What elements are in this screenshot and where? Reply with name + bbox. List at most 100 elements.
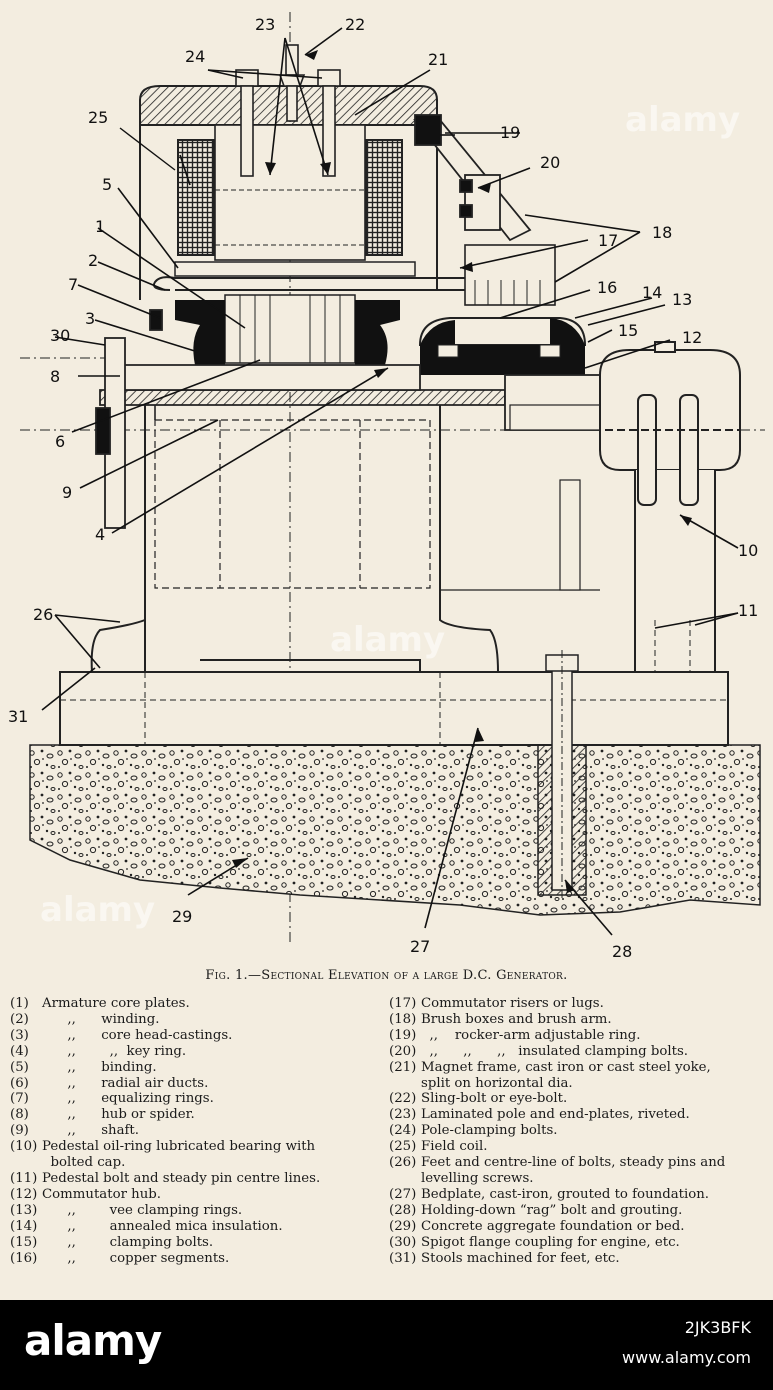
- holding-down-bolt: [537, 650, 587, 900]
- pedestal-bearing: [599, 341, 741, 673]
- legend-item: (26)Feet and centre-line of bolts, stead…: [389, 1155, 773, 1171]
- legend-text: Bedplate, cast-iron, grouted to foundati…: [421, 1186, 710, 1202]
- legend-item: (25)Field coil.: [389, 1139, 773, 1155]
- legend-item: (23)Laminated pole and end-plates, rivet…: [389, 1107, 773, 1123]
- legend-text: Armature core plates.: [42, 996, 190, 1011]
- legend-left-column: (1)Armature core plates.(2) ,, winding.(…: [10, 996, 385, 1266]
- legend-item: (24)Pole-clamping bolts.: [389, 1123, 773, 1139]
- legend-item: (8) ,, hub or spider.: [10, 1107, 385, 1123]
- core-head-casting-right: [355, 300, 400, 365]
- legend-item: (13) ,, vee clamping rings.: [10, 1203, 385, 1219]
- callout-1: 1: [95, 217, 105, 236]
- legend-text: Spigot flange coupling for engine, etc.: [421, 1234, 680, 1250]
- legend-number: (30): [389, 1234, 417, 1250]
- armature-core: [224, 294, 356, 364]
- legend-text: ,, vee clamping rings.: [42, 1202, 243, 1218]
- legend-text: ,, copper segments.: [42, 1250, 230, 1266]
- legend-text: ,, hub or spider.: [42, 1107, 195, 1123]
- legend-number: (12): [10, 1186, 38, 1202]
- callout-30: 30: [50, 326, 70, 345]
- magnet-frame-lower: [90, 405, 499, 673]
- callout-4: 4: [95, 525, 105, 544]
- legend-text: ,, radial air ducts.: [42, 1075, 209, 1091]
- legend-item: (31)Stools machined for feet, etc.: [389, 1251, 773, 1267]
- legend-item: (12)Commutator hub.: [10, 1187, 385, 1203]
- callout-25: 25: [88, 108, 108, 127]
- legend-text: ,, clamping bolts.: [42, 1234, 214, 1250]
- legend-text: ,, shaft.: [42, 1123, 139, 1139]
- legend-text: split on horizontal dia.: [421, 1075, 573, 1091]
- legend-text: Holding-down “rag” bolt and grouting.: [421, 1202, 683, 1218]
- legend-item: (6) ,, radial air ducts.: [10, 1076, 385, 1092]
- legend-text: Pedestal oil-ring lubricated bearing wit…: [42, 1139, 316, 1155]
- callout-11: 11: [738, 601, 758, 620]
- armature-winding: [153, 276, 471, 291]
- legend-text: bolted cap.: [42, 1155, 126, 1171]
- legend-text: Stools machined for feet, etc.: [421, 1250, 620, 1266]
- legend-text: Pole-clamping bolts.: [421, 1123, 558, 1139]
- legend-item: (16) ,, copper segments.: [10, 1251, 385, 1267]
- legend-item: bolted cap.: [10, 1155, 385, 1171]
- legend-number: (28): [389, 1202, 417, 1218]
- caption-title: Sectional Elevation of a large D.C. Gene…: [261, 968, 568, 983]
- legend-number: (17): [389, 996, 417, 1011]
- legend-text: Pedestal bolt and steady pin centre line…: [42, 1170, 321, 1186]
- legend-number: (1): [10, 996, 29, 1011]
- legend-item: (2) ,, winding.: [10, 1012, 385, 1028]
- callout-10: 10: [738, 541, 758, 560]
- legend-number: (14): [10, 1218, 38, 1234]
- callout-20: 20: [540, 153, 560, 172]
- legend-item: (11)Pedestal bolt and steady pin centre …: [10, 1171, 385, 1187]
- legend-number: (8): [10, 1107, 29, 1123]
- legend-item: (19) ,, rocker-arm adjustable ring.: [389, 1028, 773, 1044]
- brush-arm: [413, 114, 532, 242]
- legend-number: (7): [10, 1091, 29, 1107]
- callout-8: 8: [50, 367, 60, 386]
- legend-item: (10)Pedestal oil-ring lubricated bearing…: [10, 1139, 385, 1155]
- callout-3: 3: [85, 309, 95, 328]
- footer-bar: [0, 1300, 773, 1390]
- legend-item: (18)Brush boxes and brush arm.: [389, 1012, 773, 1028]
- legend-number: (27): [389, 1186, 417, 1202]
- legend-text: Concrete aggregate foundation or bed.: [421, 1218, 685, 1234]
- legend-item: (5) ,, binding.: [10, 1060, 385, 1076]
- legend-item: split on horizontal dia.: [389, 1076, 773, 1092]
- callout-16: 16: [597, 278, 617, 297]
- legend-item: (15) ,, clamping bolts.: [10, 1235, 385, 1251]
- legend-number: (10): [10, 1139, 38, 1155]
- callout-17: 17: [598, 231, 618, 250]
- legend-right-column: (17)Commutator risers or lugs.(18)Brush …: [389, 996, 773, 1266]
- legend-number: (23): [389, 1107, 417, 1123]
- legend-number: (5): [10, 1059, 29, 1075]
- callout-29: 29: [172, 907, 192, 926]
- spigot-flange-coupling: [95, 309, 163, 529]
- legend-item: (17)Commutator risers or lugs.: [389, 996, 773, 1012]
- legend-number: (15): [10, 1234, 38, 1250]
- legend-text: Brush boxes and brush arm.: [421, 1011, 612, 1027]
- armature-binding: [174, 261, 416, 277]
- alamy-logo: alamy: [24, 1316, 162, 1365]
- legend-number: (21): [389, 1059, 417, 1075]
- callout-13: 13: [672, 290, 692, 309]
- legend-item: (30)Spigot flange coupling for engine, e…: [389, 1235, 773, 1251]
- legend-item: (3) ,, core head-castings.: [10, 1028, 385, 1044]
- generator-section-drawing: 1 2 3 4 5 6 7 8 9 10 11 12 13 14 15 16 1…: [8, 12, 765, 960]
- legend-number: (26): [389, 1155, 417, 1171]
- caption-prefix: Fig. 1.—: [205, 968, 262, 983]
- legend-text: Magnet frame, cast iron or cast steel yo…: [421, 1059, 711, 1075]
- callout-23: 23: [255, 15, 275, 34]
- image-id: 2JK3BFK: [684, 1318, 751, 1337]
- legend-item: (27)Bedplate, cast-iron, grouted to foun…: [389, 1187, 773, 1203]
- legend-text: ,, rocker-arm adjustable ring.: [421, 1027, 641, 1043]
- callout-14: 14: [642, 283, 662, 302]
- field-coil-right: [365, 139, 403, 256]
- legend-number: (2): [10, 1011, 29, 1027]
- legend-text: Sling-bolt or eye-bolt.: [421, 1091, 568, 1107]
- legend-text: ,, ,, ,, insulated clamping bolts.: [421, 1043, 689, 1059]
- callout-21: 21: [428, 50, 448, 69]
- legend-text: Feet and centre-line of bolts, steady pi…: [421, 1155, 726, 1171]
- legend-text: Commutator hub.: [42, 1186, 162, 1202]
- legend-number: (25): [389, 1139, 417, 1155]
- legend-text: levelling screws.: [421, 1170, 534, 1186]
- callout-9: 9: [62, 483, 72, 502]
